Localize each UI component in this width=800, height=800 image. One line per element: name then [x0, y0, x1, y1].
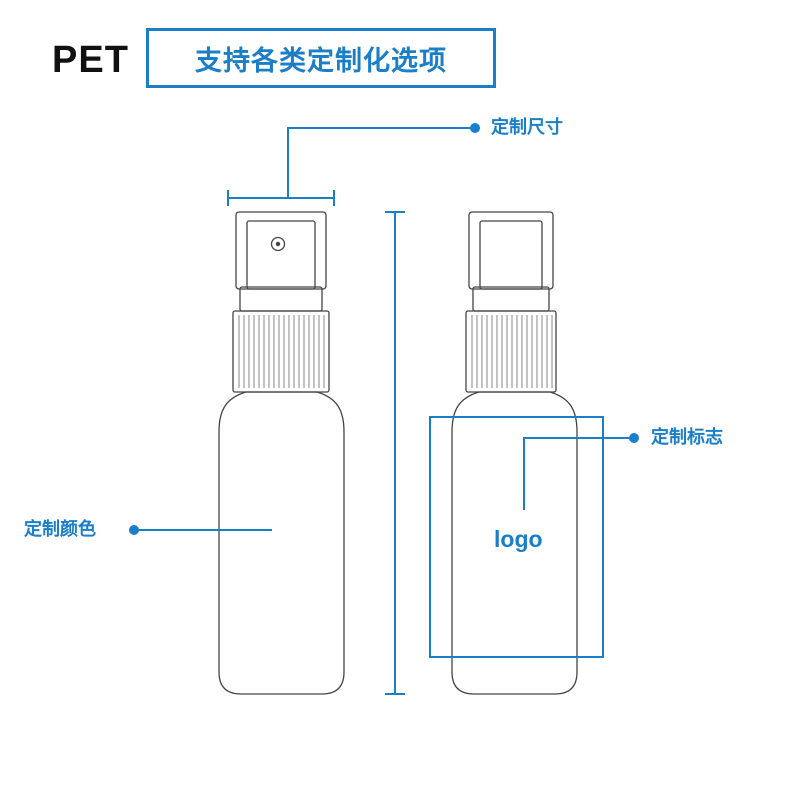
left-bottle-cap — [232, 310, 330, 393]
left-bottle-cap-ribs — [238, 315, 325, 388]
right-bottle-collar — [472, 286, 550, 312]
left-bottle-collar — [239, 286, 323, 312]
left-bottle-body — [218, 391, 345, 695]
right-bottle-actuator — [468, 211, 554, 290]
left-bottle-actuator — [235, 211, 327, 290]
right-bottle-actuator-window — [479, 220, 543, 290]
right-bottle-cap-ribs — [471, 315, 553, 388]
logo-callout-label: 定制标志 — [651, 427, 723, 448]
size-callout-dot — [470, 123, 480, 133]
logo-callout-dot — [629, 433, 639, 443]
callout-graphics — [129, 123, 639, 695]
left-bottle-nozzle — [270, 236, 286, 252]
right-bottle-body — [451, 391, 578, 695]
left-bottle-actuator-window — [246, 220, 316, 290]
left-spray-bottle — [218, 211, 345, 695]
logo-area-box — [429, 416, 604, 658]
width-dimension-line — [227, 190, 335, 206]
logo-callout-leader — [523, 437, 633, 510]
height-dimension-line — [385, 211, 405, 695]
size-callout-leader — [287, 127, 474, 198]
material-label: PET — [52, 39, 129, 81]
right-bottle-cap — [465, 310, 557, 393]
size-callout-label: 定制尺寸 — [491, 117, 563, 138]
right-spray-bottle — [451, 211, 578, 695]
headline-text: 支持各类定制化选项 — [195, 45, 447, 77]
logo-placeholder-text: logo — [494, 526, 543, 552]
color-callout-label: 定制颜色 — [24, 519, 96, 540]
left-bottle-nozzle-hole — [275, 241, 281, 247]
headline-banner: 支持各类定制化选项 — [146, 28, 496, 88]
color-callout-dot — [129, 525, 139, 535]
